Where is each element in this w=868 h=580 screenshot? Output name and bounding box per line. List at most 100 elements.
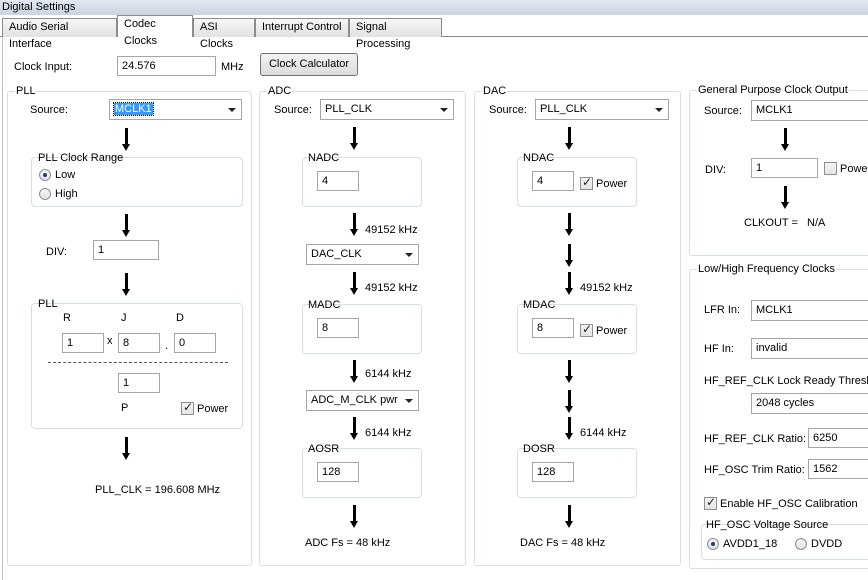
hf-osc-trim-input[interactable]: 1562 (808, 459, 868, 479)
nadc-box (302, 157, 422, 207)
arrow-down-icon (565, 272, 574, 296)
arrow-down-icon (122, 214, 131, 238)
tab-asi-clocks[interactable]: ASI Clocks (193, 18, 255, 50)
pll-div-label: DIV: (46, 246, 67, 258)
dac-source-select[interactable]: PLL_CLK (535, 99, 669, 120)
gpco-power-checkbox[interactable] (824, 162, 837, 175)
mdac-input[interactable]: 8 (532, 318, 574, 338)
pll-power-checkbox[interactable] (181, 400, 194, 415)
nadc-input[interactable]: 4 (317, 171, 359, 191)
hf-osc-voltage-box (701, 524, 868, 560)
voltage-dvdd-radio[interactable] (795, 538, 807, 550)
aosr-input[interactable]: 128 (317, 462, 359, 482)
pll-clock-range-box (31, 157, 243, 207)
clock-calculator-button[interactable]: Clock Calculator (260, 53, 358, 76)
arrow-down-icon (565, 505, 574, 529)
hf-in-select[interactable]: invalid (751, 338, 868, 359)
arrow-down-icon (565, 244, 574, 268)
pll-group-title: PLL (15, 85, 37, 97)
madc-box (302, 304, 422, 354)
gpco-div-input[interactable]: 1 (751, 158, 818, 178)
chevron-down-icon (228, 108, 236, 112)
dac-group: DAC (474, 85, 681, 566)
mdac-power-checkbox[interactable] (580, 322, 593, 337)
tab-signal-processing[interactable]: Signal Processing (349, 18, 442, 50)
clkout-label: CLKOUT = (744, 217, 798, 229)
ndac-power-checkbox[interactable] (580, 175, 593, 190)
dac-group-title: DAC (482, 85, 508, 97)
pll-clock-range-title: PLL Clock Range (38, 152, 124, 164)
hf-in-value: invalid (756, 342, 788, 354)
pll-multiply-sign: x (107, 335, 113, 347)
pll-power-label: Power (197, 403, 229, 415)
pll-d-label: D (176, 312, 184, 324)
pll-source-select[interactable]: MCLK1 (109, 99, 242, 120)
pll-range-low-radio[interactable] (39, 169, 51, 181)
arrow-down-icon (350, 417, 359, 441)
pll-p-label: P (121, 402, 129, 414)
pll-range-low-label: Low (55, 169, 76, 181)
voltage-avdd1-18-radio[interactable] (707, 538, 719, 550)
aosr-box (302, 448, 422, 498)
chevron-down-icon (655, 108, 663, 112)
enable-hf-osc-calibration-checkbox[interactable] (704, 495, 717, 510)
arrow-down-icon (781, 186, 790, 210)
clkout-value: N/A (807, 217, 826, 229)
dac-freq-1: 49152 kHz (580, 282, 633, 294)
clock-input-field[interactable]: 24.576 (117, 56, 216, 76)
gpco-power-label: Power (840, 163, 868, 175)
pll-decimal-point: . (165, 340, 169, 352)
hf-osc-trim-label: HF_OSC Trim Ratio: (704, 464, 805, 476)
lock-threshold-value: 2048 cycles (756, 397, 815, 409)
pll-output-label: PLL_CLK = 196.608 MHz (95, 484, 221, 496)
gpco-source-value: MCLK1 (756, 104, 793, 116)
dac-freq-2: 6144 kHz (580, 427, 627, 439)
lock-threshold-label: HF_REF_CLK Lock Ready Threshold (704, 375, 868, 387)
pll-div-input[interactable]: 1 (93, 240, 159, 260)
arrow-down-icon (122, 128, 131, 152)
adc-source-label: Source: (274, 104, 312, 116)
dac-source-value: PLL_CLK (540, 103, 588, 115)
adc-clock-mux-value: DAC_CLK (311, 248, 362, 260)
mdac-power-label: Power (596, 325, 628, 337)
arrow-down-icon (565, 417, 574, 441)
voltage-dvdd-label: DVDD (811, 538, 843, 550)
lhf-group-title: Low/High Frequency Clocks (697, 263, 836, 275)
tab-codec-clocks[interactable]: Codec Clocks (117, 15, 193, 47)
voltage-avdd1-18-label: AVDD1_18 (723, 538, 778, 550)
clock-input-unit: MHz (221, 61, 244, 73)
adc-clock-mux2-select[interactable]: ADC_M_CLK pwr (306, 390, 419, 411)
dosr-input[interactable]: 128 (532, 462, 574, 482)
lock-threshold-select[interactable]: 2048 cycles (751, 393, 868, 414)
hf-ref-ratio-label: HF_REF_CLK Ratio: (704, 433, 807, 445)
pll-range-high-radio[interactable] (39, 188, 51, 200)
arrow-down-icon (350, 360, 359, 384)
lfr-in-value: MCLK1 (756, 304, 793, 316)
mdac-label: MDAC (523, 299, 556, 311)
pll-r-input[interactable]: 1 (62, 333, 104, 353)
adc-source-select[interactable]: PLL_CLK (320, 99, 454, 120)
pll-r-label: R (63, 312, 71, 324)
gpco-source-label: Source: (704, 105, 742, 117)
adc-clock-mux-select[interactable]: DAC_CLK (306, 244, 419, 265)
lfr-in-select[interactable]: MCLK1 (751, 300, 868, 321)
hf-in-label: HF In: (704, 343, 734, 355)
pll-d-input[interactable]: 0 (174, 333, 216, 353)
dosr-label: DOSR (523, 443, 555, 455)
hf-ref-ratio-input[interactable]: 6250 (808, 428, 868, 448)
ndac-input[interactable]: 4 (532, 171, 574, 191)
pll-p-input[interactable]: 1 (118, 373, 160, 393)
enable-hf-osc-calibration-label: Enable HF_OSC Calibration (720, 498, 858, 510)
gpco-source-select[interactable]: MCLK1 (751, 100, 868, 121)
ndac-label: NDAC (523, 152, 555, 164)
pll-range-high-label: High (55, 188, 78, 200)
adc-clock-mux2-value: ADC_M_CLK pwr (311, 394, 398, 406)
pll-j-input[interactable]: 8 (118, 333, 160, 353)
tab-interrupt-control[interactable]: Interrupt Control (255, 18, 349, 37)
chevron-down-icon (405, 253, 413, 257)
tab-audio-serial-interface[interactable]: Audio Serial Interface (2, 18, 117, 50)
ndac-box (517, 157, 637, 207)
nadc-label: NADC (308, 152, 340, 164)
madc-input[interactable]: 8 (317, 318, 359, 338)
adc-group-title: ADC (267, 85, 293, 97)
